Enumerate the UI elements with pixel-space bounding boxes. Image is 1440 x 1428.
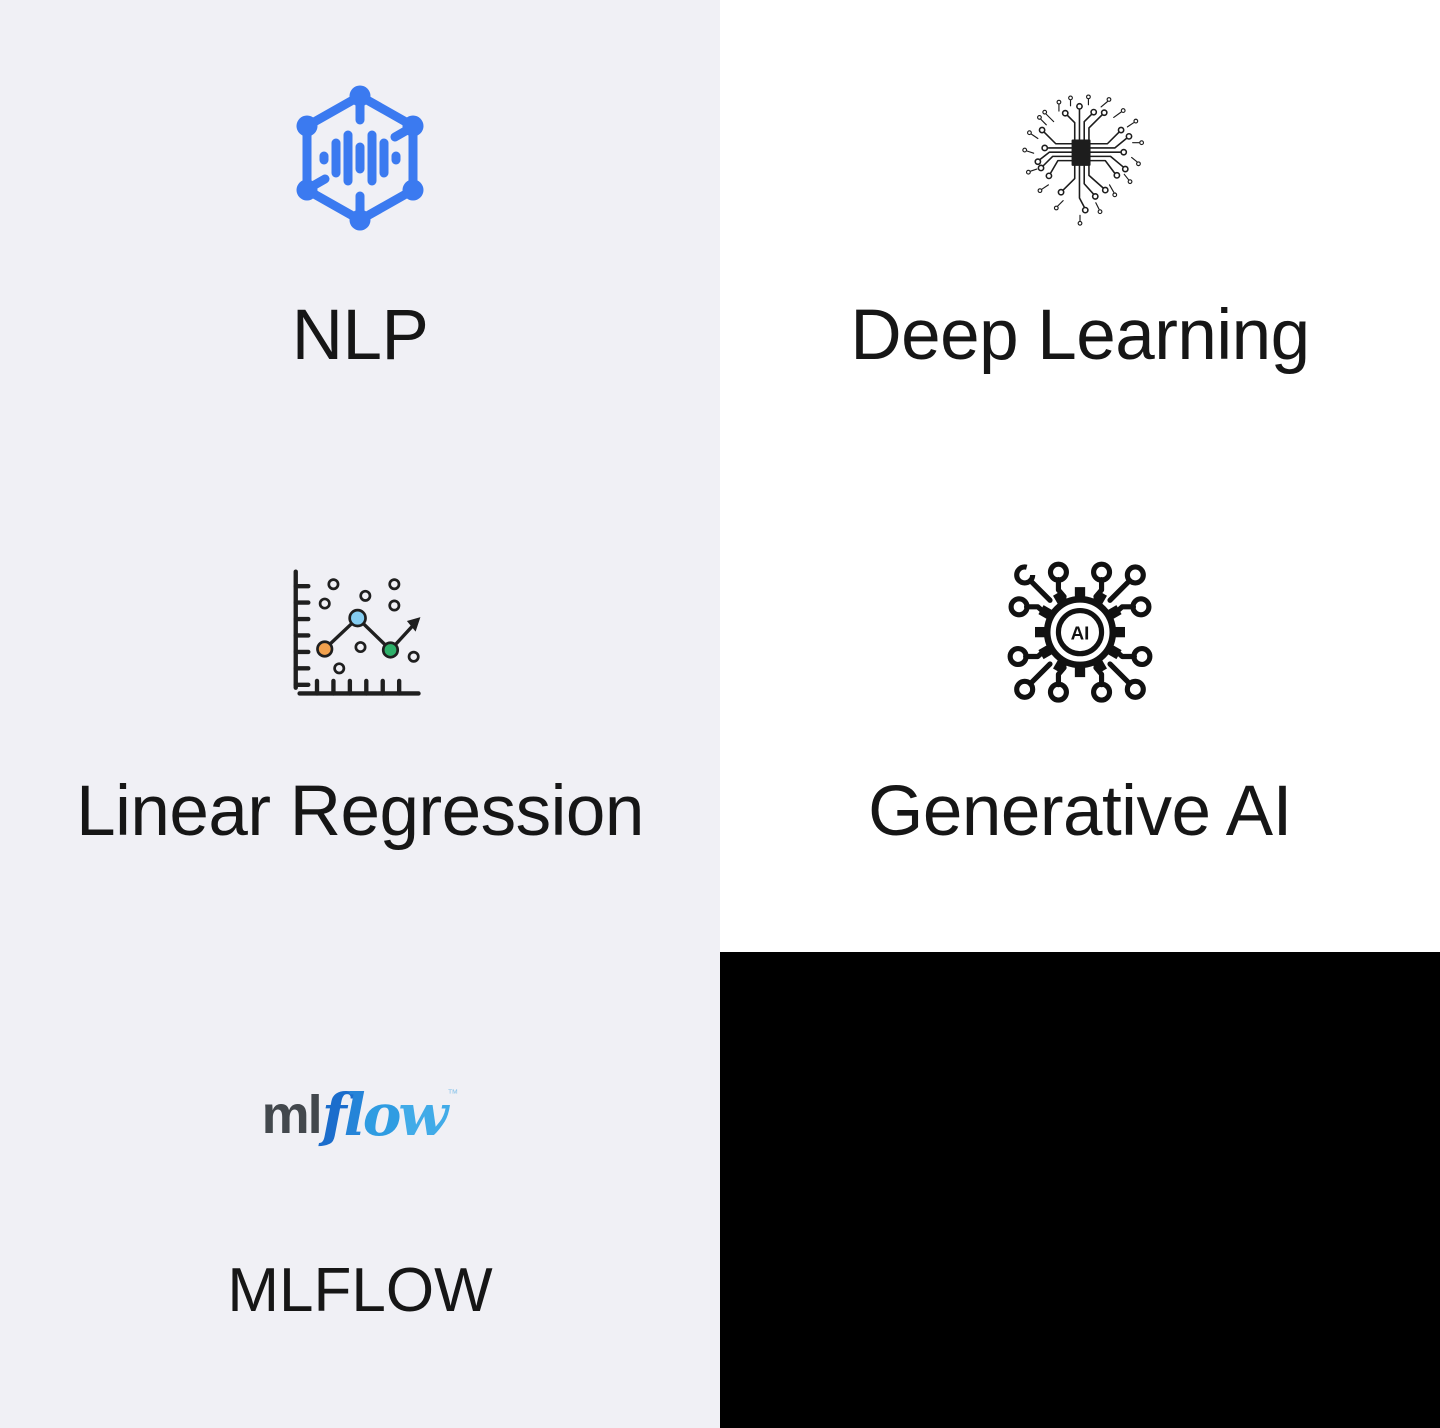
ai-gear-icon-svg: AI <box>1007 561 1153 703</box>
brain-circuit-icon <box>720 80 1440 236</box>
mlflow-logo-ml: ml <box>261 1085 323 1145</box>
scatter-plot-icon-svg <box>293 568 421 696</box>
card-linear-regression: Linear Regression <box>0 476 720 952</box>
card-nlp: NLP <box>0 0 720 476</box>
mlflow-logo-flow: flow <box>321 1081 449 1149</box>
card-label-mlflow: MLFLOW <box>227 1256 493 1325</box>
card-label-nlp: NLP <box>291 296 429 375</box>
trademark-symbol: ™ <box>447 1088 459 1100</box>
card-generative-ai: AI <box>720 476 1440 952</box>
scatter-plot-icon <box>0 556 720 712</box>
brain-circuit-icon-svg <box>1022 93 1145 226</box>
nlp-network-icon-svg <box>296 85 424 231</box>
card-deep-learning: Deep Learning <box>720 0 1440 476</box>
nlp-network-icon <box>0 80 720 236</box>
card-label-generative-ai: Generative AI <box>868 772 1292 851</box>
black-panel <box>720 952 1440 1428</box>
card-label-linear-regression: Linear Regression <box>76 772 644 851</box>
ai-gear-icon: AI <box>720 556 1440 712</box>
card-label-deep-learning: Deep Learning <box>850 296 1310 375</box>
ai-gear-label: AI <box>1071 623 1090 644</box>
